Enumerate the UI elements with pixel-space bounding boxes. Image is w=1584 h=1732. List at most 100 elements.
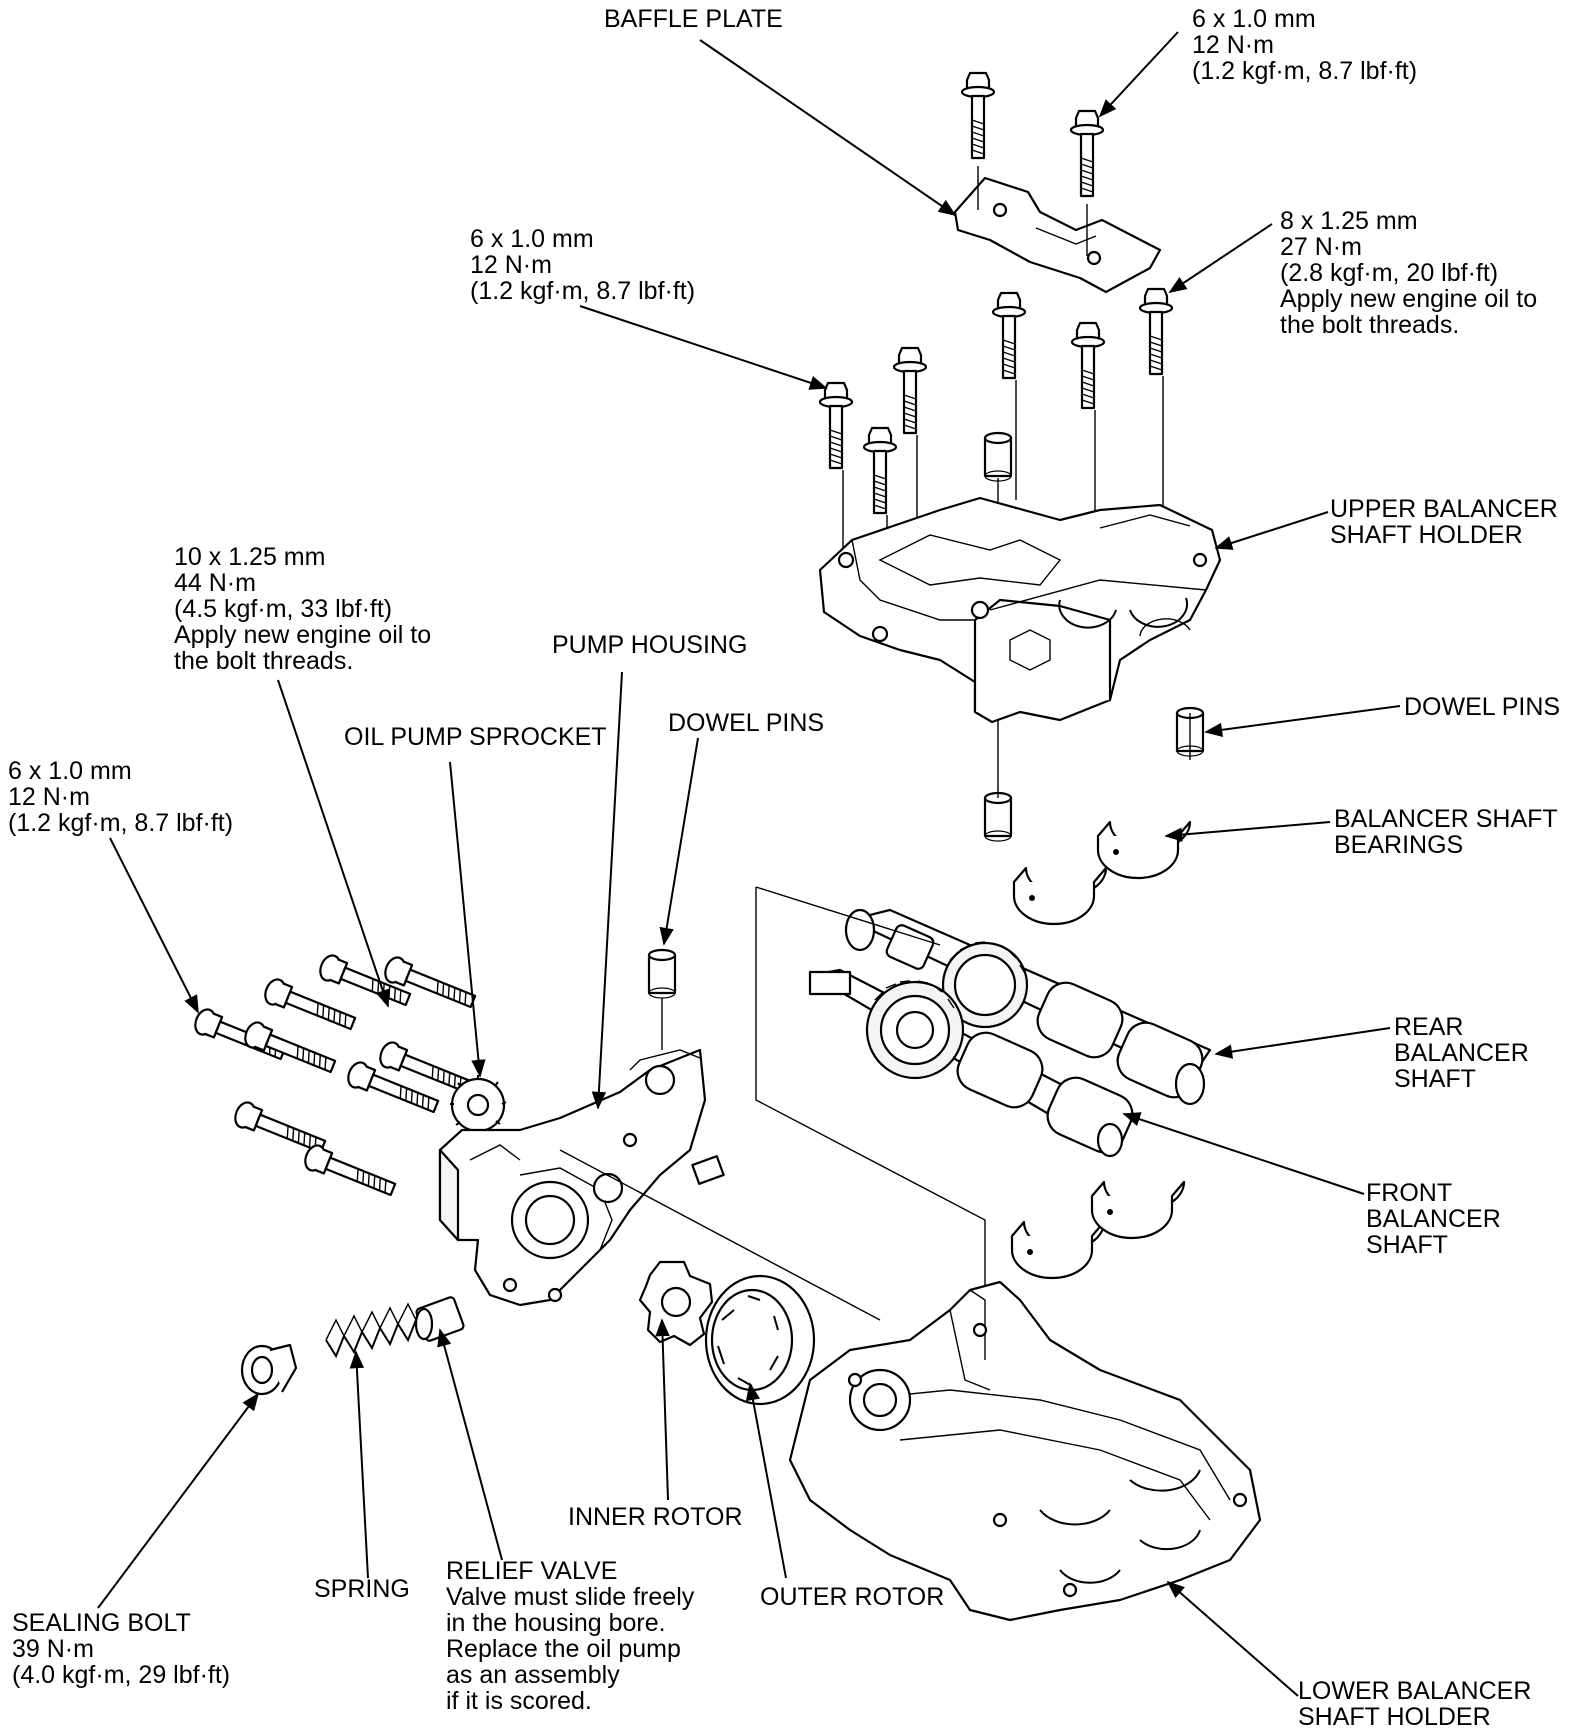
bolt-note-2: the bolt threads. xyxy=(1280,311,1460,339)
relief-valve-note-5: if it is scored. xyxy=(446,1687,592,1715)
leader-lines xyxy=(97,31,1401,1697)
bearings-line-1: BALANCER SHAFT xyxy=(1334,805,1558,833)
bolt-torque: 12 N·m xyxy=(1192,31,1274,59)
upper-holder-bolt-4 xyxy=(991,291,1027,380)
bolt-torque: 12 N·m xyxy=(8,783,90,811)
lower-holder-line-1: LOWER BALANCER xyxy=(1298,1677,1532,1705)
relief-valve-note-1: Valve must slide freely xyxy=(446,1583,695,1611)
pump-bolt-3 xyxy=(260,975,359,1037)
pump-bolt-9 xyxy=(300,1141,399,1203)
bolt-size: 8 x 1.25 mm xyxy=(1280,207,1418,235)
upper-holder-bolt-3 xyxy=(862,426,898,515)
label-dowel-pins-right: DOWEL PINS xyxy=(1404,694,1560,720)
label-rear-shaft: REAR BALANCER SHAFT xyxy=(1394,1014,1529,1092)
label-pump-housing: PUMP HOUSING xyxy=(552,632,747,658)
sealing-bolt xyxy=(240,1343,298,1396)
rear-shaft-line-2: BALANCER xyxy=(1394,1039,1529,1067)
lower-holder-line-2: SHAFT HOLDER xyxy=(1298,1703,1491,1731)
label-baffle-bolt-spec: 6 x 1.0 mm 12 N·m (1.2 kgf·m, 8.7 lbf·ft… xyxy=(1192,6,1417,84)
upper-holder-bolt-6 xyxy=(1138,287,1174,376)
lower-bearing-right xyxy=(1090,1180,1186,1240)
sealing-bolt-torque-alt: (4.0 kgf·m, 29 lbf·ft) xyxy=(12,1661,231,1689)
lower-bearing-left xyxy=(1010,1220,1106,1280)
pump-small-dowel xyxy=(691,1155,725,1185)
bolt-torque-alt: (1.2 kgf·m, 8.7 lbf·ft) xyxy=(470,277,696,305)
upper-holder-bolt-5 xyxy=(1070,321,1106,410)
bolt-size: 10 x 1.25 mm xyxy=(174,543,326,571)
bolt-size: 6 x 1.0 mm xyxy=(1192,5,1316,33)
label-sealing-bolt: SEALING BOLT 39 N·m (4.0 kgf·m, 29 lbf·f… xyxy=(12,1610,230,1688)
front-shaft-line-3: SHAFT xyxy=(1366,1231,1448,1259)
label-holder-bolt-8mm-spec: 8 x 1.25 mm 27 N·m (2.8 kgf·m, 20 lbf·ft… xyxy=(1280,208,1537,338)
bolt-torque: 27 N·m xyxy=(1280,233,1362,261)
front-shaft-line-2: BALANCER xyxy=(1366,1205,1501,1233)
spring-text: SPRING xyxy=(314,1575,410,1603)
rear-balancer-shaft xyxy=(844,908,1212,1106)
label-relief-valve: RELIEF VALVE Valve must slide freely in … xyxy=(446,1558,694,1714)
upper-bearing-right xyxy=(1096,820,1192,880)
relief-valve-title: RELIEF VALVE xyxy=(446,1557,618,1585)
bolt-note-1: Apply new engine oil to xyxy=(174,621,432,649)
sealing-bolt-torque: 39 N·m xyxy=(12,1635,94,1663)
bolt-torque: 44 N·m xyxy=(174,569,256,597)
oil-pump-sprocket xyxy=(450,1075,507,1134)
upper-bearing-left xyxy=(1012,866,1108,926)
pump-housing-text: PUMP HOUSING xyxy=(552,631,748,659)
upper-holder-bolt-2 xyxy=(892,346,928,435)
label-bolt-10mm-spec: 10 x 1.25 mm 44 N·m (4.5 kgf·m, 33 lbf·f… xyxy=(174,544,431,674)
pump-dowel-pin xyxy=(647,948,677,1000)
label-outer-rotor: OUTER ROTOR xyxy=(760,1584,944,1610)
dowel-pins-center-text: DOWEL PINS xyxy=(668,709,825,737)
bolt-size: 6 x 1.0 mm xyxy=(8,757,132,785)
relief-valve-note-2: in the housing bore. xyxy=(446,1609,666,1637)
bolt-note-1: Apply new engine oil to xyxy=(1280,285,1538,313)
label-oil-pump-sprocket: OIL PUMP SPROCKET xyxy=(344,724,607,750)
inner-rotor-text: INNER ROTOR xyxy=(568,1503,743,1531)
baffle-plate xyxy=(953,176,1162,294)
label-lower-holder: LOWER BALANCER SHAFT HOLDER xyxy=(1298,1678,1531,1730)
label-upper-holder: UPPER BALANCER SHAFT HOLDER xyxy=(1330,496,1558,548)
pump-bolt-2 xyxy=(380,953,479,1015)
spring xyxy=(325,1302,427,1359)
baffle-bolt-left xyxy=(960,71,996,160)
label-holder-bolt-6mm-spec: 6 x 1.0 mm 12 N·m (1.2 kgf·m, 8.7 lbf·ft… xyxy=(470,226,695,304)
upper-balancer-shaft-holder xyxy=(818,496,1222,724)
oil-pump-sprocket-text: OIL PUMP SPROCKET xyxy=(344,723,607,751)
label-pump-bolt-spec: 6 x 1.0 mm 12 N·m (1.2 kgf·m, 8.7 lbf·ft… xyxy=(8,758,233,836)
dowel-pins-right-text: DOWEL PINS xyxy=(1404,693,1561,721)
label-dowel-pins-center: DOWEL PINS xyxy=(668,710,824,736)
bolt-torque: 12 N·m xyxy=(470,251,552,279)
label-front-shaft: FRONT BALANCER SHAFT xyxy=(1366,1180,1501,1258)
bearings-line-2: BEARINGS xyxy=(1334,831,1464,859)
bolt-torque-alt: (1.2 kgf·m, 8.7 lbf·ft) xyxy=(1192,57,1418,85)
label-baffle-plate: BAFFLE PLATE xyxy=(604,6,783,32)
relief-valve-note-4: as an assembly xyxy=(446,1661,620,1689)
bolt-torque-alt: (1.2 kgf·m, 8.7 lbf·ft) xyxy=(8,809,234,837)
relief-valve-note-3: Replace the oil pump xyxy=(446,1635,681,1663)
upper-holder-bolt-1 xyxy=(818,381,854,470)
inner-rotor xyxy=(638,1260,714,1347)
outer-rotor xyxy=(704,1274,816,1406)
bolt-torque-alt: (2.8 kgf·m, 20 lbf·ft) xyxy=(1280,259,1499,287)
label-inner-rotor: INNER ROTOR xyxy=(568,1504,743,1530)
bolt-size: 6 x 1.0 mm xyxy=(470,225,594,253)
upper-holder-line-1: UPPER BALANCER xyxy=(1330,495,1558,523)
bolt-note-2: the bolt threads. xyxy=(174,647,354,675)
upper-dowel xyxy=(983,431,1013,483)
outer-rotor-text: OUTER ROTOR xyxy=(760,1583,945,1611)
lower-balancer-shaft-holder xyxy=(788,1280,1262,1622)
upper-holder-line-2: SHAFT HOLDER xyxy=(1330,521,1523,549)
relief-valve xyxy=(414,1296,465,1342)
baffle-bolt-right xyxy=(1069,109,1105,198)
front-shaft-line-1: FRONT xyxy=(1366,1179,1453,1207)
label-spring: SPRING xyxy=(314,1576,410,1602)
label-balancer-bearings: BALANCER SHAFT BEARINGS xyxy=(1334,806,1558,858)
rear-shaft-line-3: SHAFT xyxy=(1394,1065,1476,1093)
baffle-plate-text: BAFFLE PLATE xyxy=(604,5,783,33)
sealing-bolt-title: SEALING BOLT xyxy=(12,1609,191,1637)
rear-shaft-line-1: REAR xyxy=(1394,1013,1464,1041)
front-balancer-shaft xyxy=(808,968,1134,1158)
pump-housing xyxy=(438,1048,707,1307)
